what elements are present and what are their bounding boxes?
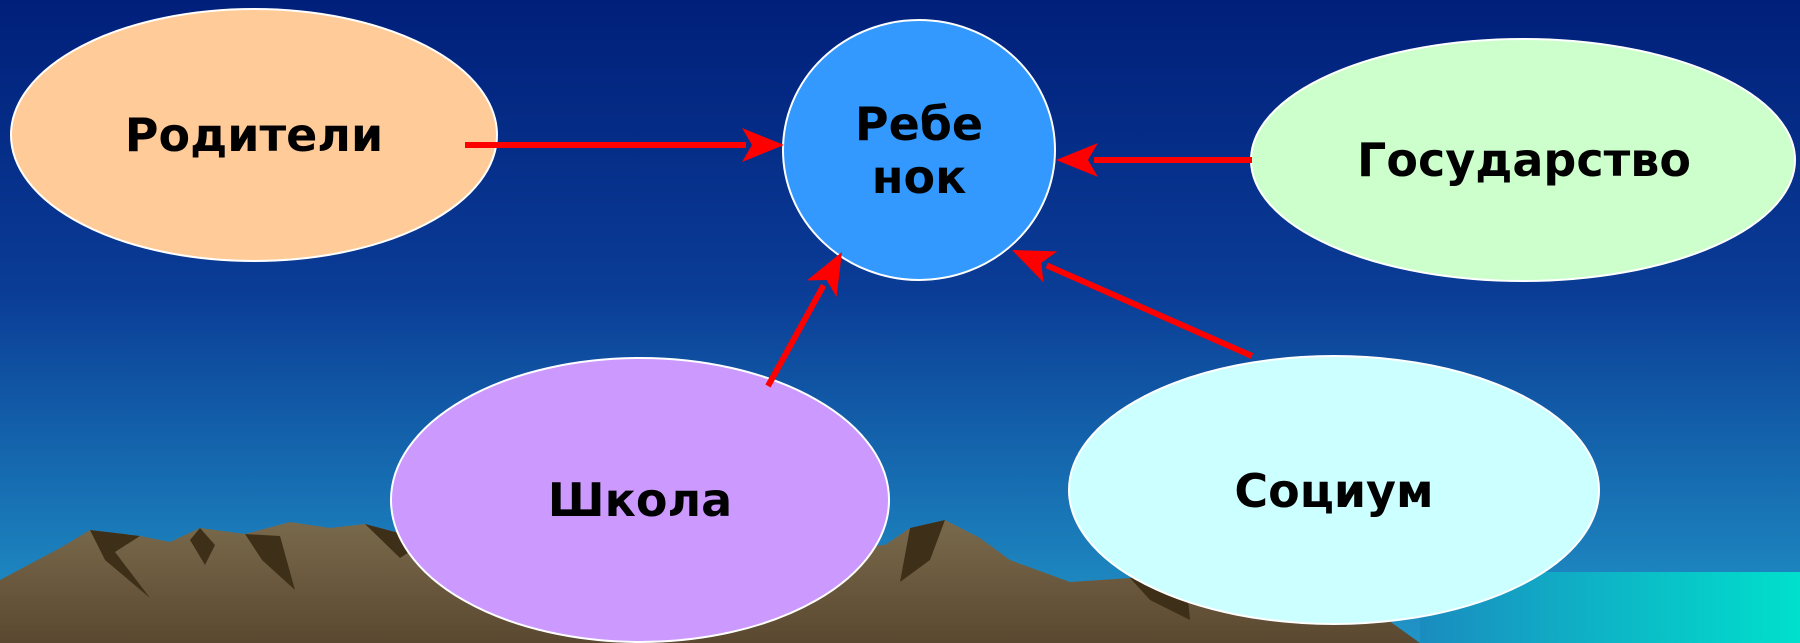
node-school-ellipse [390, 357, 890, 643]
node-parents-ellipse [10, 8, 498, 262]
node-child: Ребе нок [782, 20, 1056, 282]
node-child-ellipse [782, 19, 1056, 281]
mountain-shadows [90, 520, 1190, 620]
arrow-head [1012, 250, 1058, 283]
node-society-ellipse [1068, 355, 1600, 625]
node-state: Государство [1250, 38, 1798, 282]
arrow-state-to-child [1056, 143, 1252, 177]
arrow-shaft [765, 283, 827, 388]
arrow-parents-to-child [465, 128, 784, 162]
arrow-shaft [1045, 262, 1254, 359]
arrow-head [806, 252, 842, 297]
arrow-head [742, 128, 784, 162]
node-school-label: Школа [547, 473, 733, 528]
node-parents-label: Родители [124, 108, 384, 163]
arrow-society-to-child [1012, 250, 1254, 359]
node-child-label: Ребе нок [854, 97, 984, 204]
node-society: Социум [1068, 356, 1600, 626]
edges [465, 128, 1254, 388]
node-shapes [10, 8, 1796, 643]
node-school: Школа [390, 358, 890, 643]
node-society-label: Социум [1234, 463, 1434, 518]
arrow-school-to-child [765, 252, 842, 388]
mountain-range [0, 520, 1420, 643]
node-parents: Родители [10, 8, 498, 263]
node-state-label: Государство [1357, 132, 1691, 187]
arrow-head [1056, 143, 1098, 177]
